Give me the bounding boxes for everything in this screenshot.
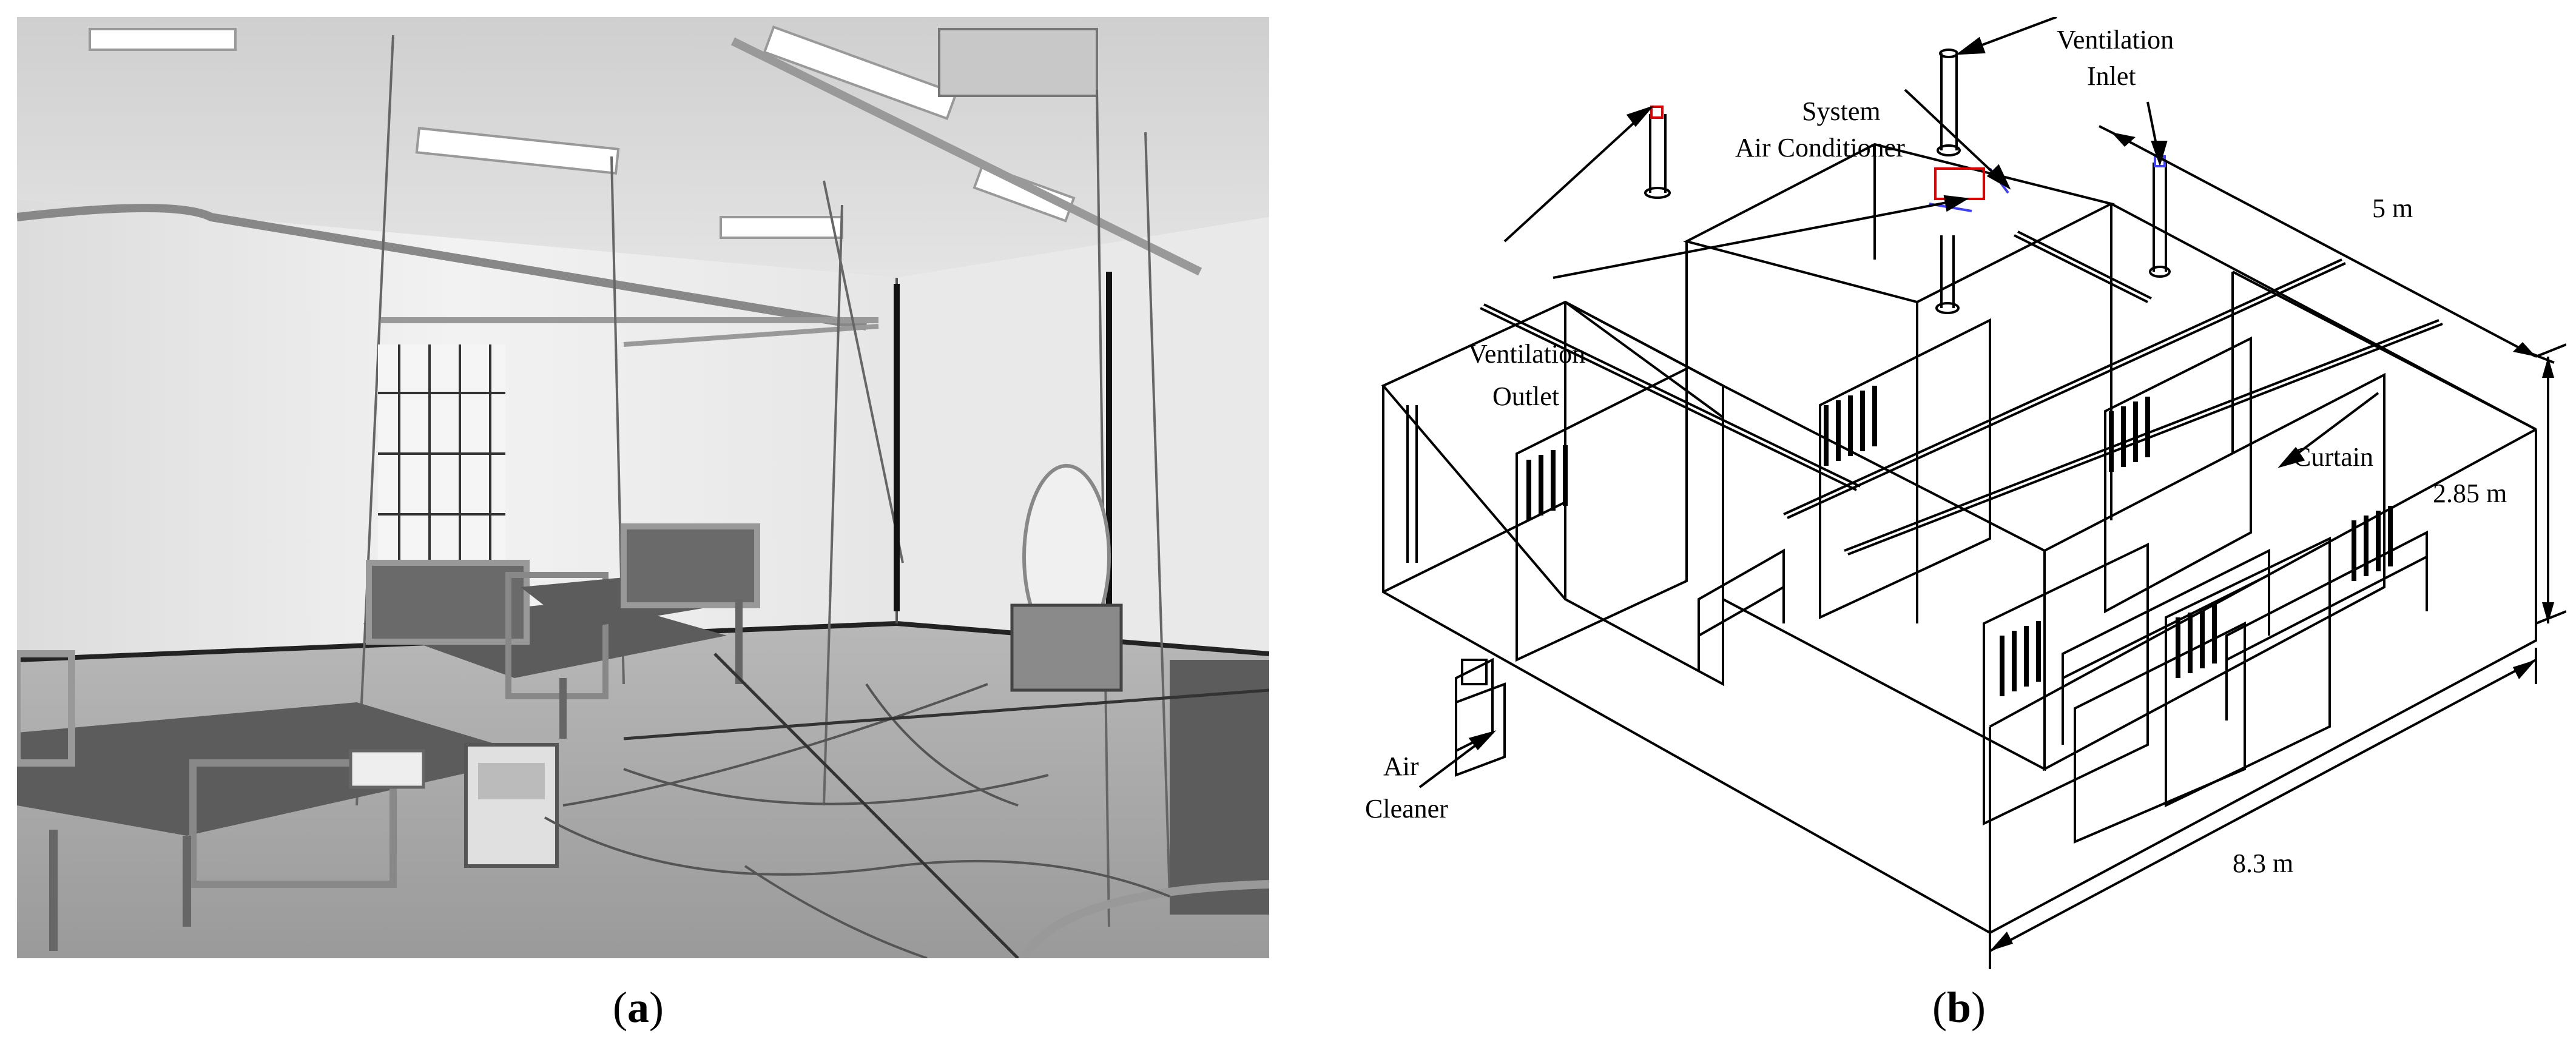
hospital-room-photo [17,17,1269,958]
bed-right [1020,660,1269,958]
caption-a: (a) [613,983,664,1032]
air-cleaner-label-line2: Cleaner [1365,794,1448,824]
air-cleaner-label: Air [1383,751,1419,781]
ventilation-outlet-label: Ventilation [1468,339,1585,369]
caption-b: (b) [1932,983,1986,1032]
room-schematic-diagram: Ventilation Inlet System Air Conditioner… [1365,17,2566,969]
dimension-height-label: 2.85 m [2433,479,2507,508]
dimension-depth-label: 5 m [2372,193,2413,223]
bed-left [17,650,539,951]
bed-back [521,523,760,684]
dimension-length-label: 8.3 m [2233,848,2293,878]
bed-middle [363,560,727,739]
caption-a-letter: a [627,983,649,1032]
ventilation-outlet-label-line2: Outlet [1492,381,1559,411]
system-ac-label: System [1802,96,1881,126]
curtain-label: Curtain [2293,442,2373,472]
caption-b-letter: b [1946,983,1972,1032]
system-ac-label-line2: Air Conditioner [1735,133,1905,163]
ventilation-inlet-label: Ventilation [2057,25,2174,55]
ventilation-inlet-label-line2: Inlet [2087,61,2136,91]
